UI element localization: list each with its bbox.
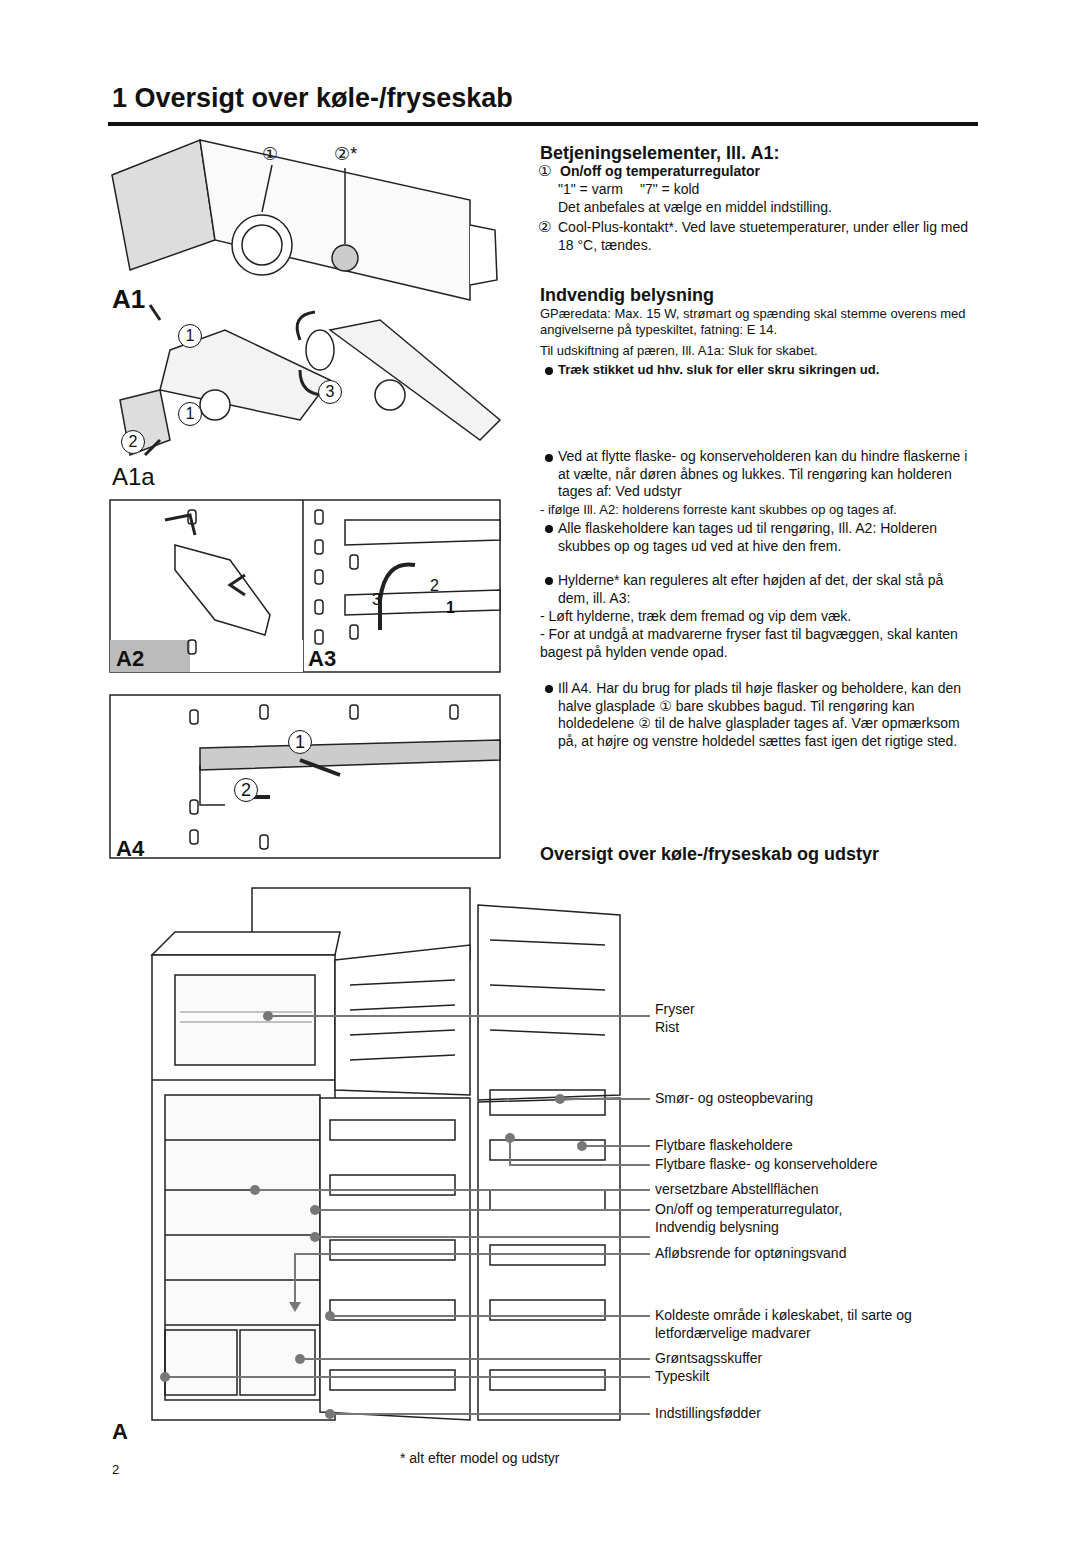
callout-number: ① [538,162,551,181]
part-label: Rist [655,1019,679,1037]
bullet [545,577,553,585]
body-text: GPæredata: Max. 15 W, strømart og spændi… [540,306,980,339]
figure-label: A1a [112,462,155,492]
callout-number: 2 [234,778,258,802]
callout-number: 1 [178,402,202,426]
bullet [545,525,553,533]
bullet [545,367,553,375]
part-label: Grøntsagsskuffer [655,1350,762,1368]
item-heading: On/off og temperaturregulator [560,163,760,181]
setting-text: "1" = varm [558,181,623,199]
part-label: Typeskilt [655,1368,709,1386]
figure-label: A2 [116,645,144,673]
body-text: - Løft hylderne, træk dem fremad og vip … [540,608,980,626]
part-label: Smør- og osteopbevaring [655,1090,813,1108]
callout-number: ① [262,143,278,166]
body-text: - For at undgå at madvarerne fryser fast… [540,626,980,661]
callout-number: 1 [288,730,312,754]
body-text: - ifølge Ill. A2: holderens forreste kan… [540,502,980,518]
callout-number: ②* [334,143,357,166]
page-number: 2 [112,1462,119,1478]
callout-number: 1 [446,598,455,618]
part-label: Afløbsrende for optøningsvand [655,1245,846,1263]
bullet [545,685,553,693]
body-text: Det anbefales at vælge en middel indstil… [558,199,832,217]
callout-number: ② [538,218,551,237]
section-heading: Oversigt over køle-/fryseskab og udstyr [540,843,879,866]
part-label: Fryser [655,1001,695,1019]
part-label: Indstillingsfødder [655,1405,761,1423]
callout-number: 2 [121,430,145,454]
callout-number: 3 [318,380,342,404]
page-title: 1 Oversigt over køle-/fryseskab [112,82,513,116]
callout-number: 1 [178,324,202,348]
figure-label: A [112,1418,128,1446]
part-label: Flytbare flaske- og konserveholdere [655,1156,878,1174]
callout-number: 2 [430,576,439,596]
part-label: Koldeste område i køleskabet, til sarte … [655,1307,955,1342]
part-label: Flytbare flaskeholdere [655,1137,793,1155]
setting-text: "7" = kold [640,181,699,199]
figure-label: A1 [112,283,145,316]
body-text: Cool-Plus-kontakt*. Ved lave stuetempera… [558,219,973,254]
figure-label: A4 [116,835,144,863]
body-text: Alle flaskeholdere kan tages ud til reng… [558,520,978,555]
section-heading: Indvendig belysning [540,284,714,307]
callout-number: 3 [372,590,381,610]
section-heading: Betjeningselementer, Ill. A1: [540,142,779,165]
part-label: On/off og temperaturregulator, Indvendig… [655,1201,880,1236]
bullet [545,454,553,462]
body-text: Hylderne* kan reguleres alt efter højden… [558,572,978,607]
part-label: versetzbare Abstellflächen [655,1181,818,1199]
footnote: * alt efter model og udstyr [400,1450,560,1468]
body-text: Ved at flytte flaske- og konserveholdere… [558,448,978,501]
body-text: Træk stikket ud hhv. sluk for eller skru… [558,362,978,378]
body-text: Til udskiftning af pæren, Ill. A1a: Sluk… [540,343,980,359]
figure-label: A3 [308,645,336,673]
body-text: Ill A4. Har du brug for plads til høje f… [558,680,978,750]
